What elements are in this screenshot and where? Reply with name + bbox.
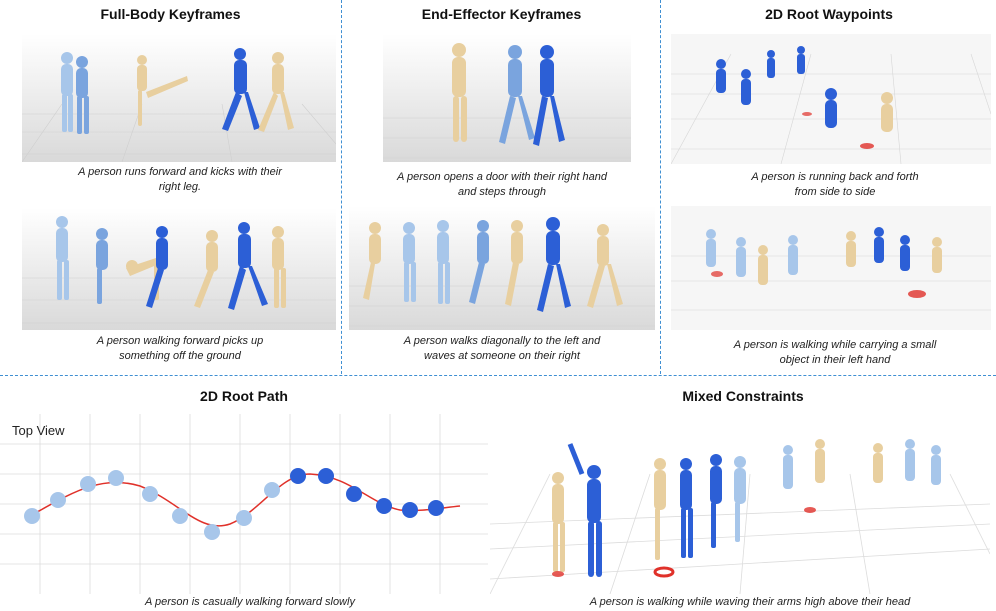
scene-render [0,414,488,594]
caption-mixed: A person is walking while waving their a… [589,596,911,608]
divider-vertical-2 [660,0,661,374]
divider-vertical-1 [341,0,342,374]
caption-end-effector-bottom: A person walks diagonally to the left an… [403,335,601,362]
scene-end-effector-bottom [349,206,655,330]
scene-root-path [0,414,488,594]
caption-root-waypoints-bottom: A person is walking while carrying a sma… [733,339,937,366]
scene-render [490,439,990,594]
top-view-label: Top View [12,423,65,438]
caption-root-waypoints-top: A person is running back and forth from … [751,171,919,198]
scene-full-body-top [22,34,336,162]
scene-end-effector-top [383,34,631,162]
title-mixed: Mixed Constraints [682,388,804,404]
scene-root-waypoints-top [671,34,991,164]
scene-full-body-bottom [22,208,336,330]
scene-root-waypoints-bottom [671,206,991,330]
scene-render [22,208,336,330]
title-root-waypoints: 2D Root Waypoints [765,6,893,22]
scene-render [383,34,631,162]
scene-render [671,206,991,330]
scene-mixed [490,414,990,594]
scene-render [349,206,655,330]
title-root-path: 2D Root Path [200,388,288,404]
caption-full-body-top: A person runs forward and kicks with the… [78,166,282,193]
title-full-body: Full-Body Keyframes [100,6,241,22]
caption-full-body-bottom: A person walking forward picks up someth… [96,335,264,362]
title-end-effector: End-Effector Keyframes [421,6,582,22]
scene-render [671,34,991,164]
scene-render [22,34,336,162]
divider-horizontal [0,375,996,376]
caption-end-effector-top: A person opens a door with their right h… [397,171,607,198]
caption-root-path: A person is casually walking forward slo… [145,596,355,608]
